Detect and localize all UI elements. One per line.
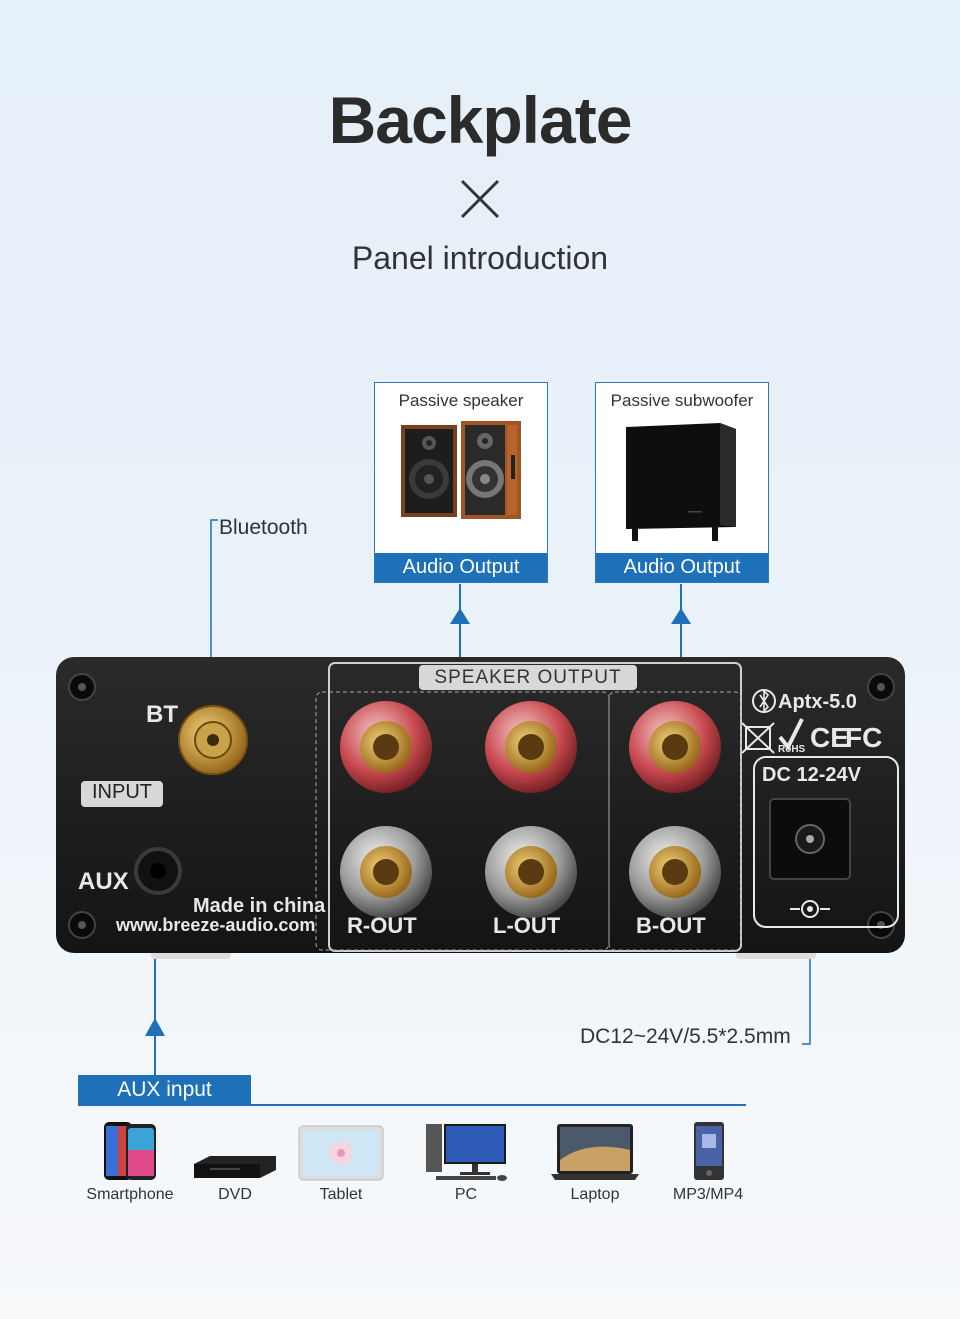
rohs-label: RoHS xyxy=(778,744,806,755)
bt-label: BT xyxy=(146,701,178,728)
laptop-icon xyxy=(551,1124,639,1180)
made-in-label: Made in china xyxy=(193,895,326,917)
pc-icon xyxy=(426,1124,507,1181)
up-arrow-icon xyxy=(671,608,691,624)
source-tablet: Tablet xyxy=(286,1120,396,1204)
passive-subwoofer-card: Passive subwoofer Audio Output xyxy=(595,382,769,583)
page-title: Backplate xyxy=(328,83,633,157)
source-name: MP3/MP4 xyxy=(672,1186,744,1203)
fc-mark: FC xyxy=(845,722,883,753)
audio-output-label: Audio Output xyxy=(596,553,768,582)
tablet-icon xyxy=(298,1125,384,1181)
l-out-label: L-OUT xyxy=(493,913,561,938)
aptx-label: Aptx-5.0 xyxy=(778,691,857,713)
ce-mark: CE xyxy=(810,722,849,753)
source-pc: PC xyxy=(411,1120,521,1204)
amplifier-back-panel xyxy=(56,657,905,959)
source-name: Laptop xyxy=(570,1186,620,1203)
source-name: Smartphone xyxy=(86,1186,174,1203)
page-subtitle: Panel introduction xyxy=(351,240,609,276)
bluetooth-callout: Bluetooth xyxy=(219,516,308,539)
audio-output-label: Audio Output xyxy=(375,553,547,582)
b-out-label: B-OUT xyxy=(636,913,706,938)
speaker-output-label: SPEAKER OUTPUT xyxy=(434,667,622,688)
aux-label: AUX xyxy=(78,868,129,895)
input-label: INPUT xyxy=(92,781,152,803)
aux-input-rule xyxy=(78,1104,746,1106)
smartphone-icon xyxy=(104,1122,156,1180)
passive-speaker-caption: Passive speaker xyxy=(398,391,524,410)
source-name: Tablet xyxy=(319,1186,363,1203)
source-smartphone: Smartphone xyxy=(75,1120,185,1204)
close-icon xyxy=(460,179,500,219)
aux-input-label: AUX input xyxy=(78,1075,251,1104)
source-dvd: DVD xyxy=(180,1120,290,1204)
up-arrow-icon xyxy=(450,608,470,624)
up-arrow-icon xyxy=(145,1018,165,1036)
passive-speaker-card: Passive speaker Audio Output xyxy=(374,382,548,583)
dc-spec-callout: DC12~24V/5.5*2.5mm xyxy=(580,1025,791,1048)
source-name: DVD xyxy=(218,1186,252,1203)
dvd-player-icon xyxy=(194,1156,276,1178)
source-laptop: Laptop xyxy=(540,1120,650,1204)
r-out-label: R-OUT xyxy=(347,913,417,938)
mp3-player-icon xyxy=(694,1122,724,1180)
bookshelf-speakers-icon xyxy=(401,421,521,519)
source-mp3: MP3/MP4 xyxy=(653,1120,763,1204)
passive-subwoofer-caption: Passive subwoofer xyxy=(610,391,754,410)
subwoofer-icon xyxy=(626,423,736,541)
website-label: www.breeze-audio.com xyxy=(116,915,316,935)
dc-label: DC 12-24V xyxy=(762,764,861,786)
source-name: PC xyxy=(454,1186,478,1203)
